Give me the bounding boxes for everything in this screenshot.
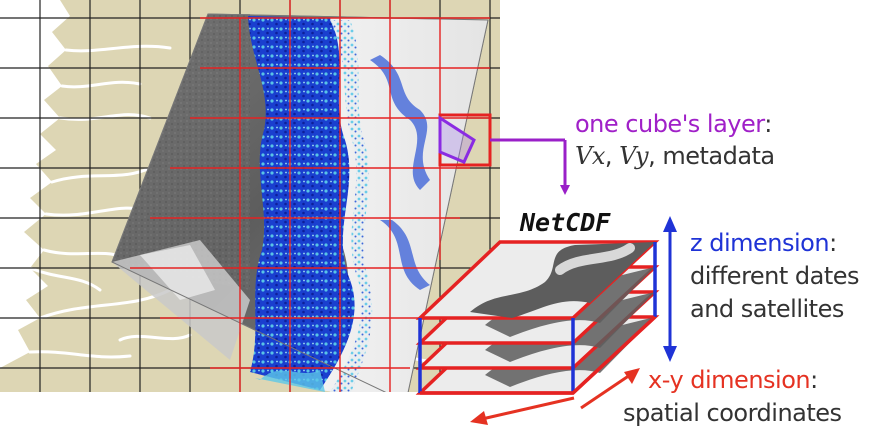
netcdf-cube	[415, 240, 660, 395]
satellite-scene	[111, 13, 489, 392]
layer-title: one cube's layer	[575, 110, 765, 138]
z-arrow	[663, 216, 677, 362]
map-grid-red	[130, 0, 490, 392]
z-dimension-label: z dimension:	[690, 229, 837, 257]
vx-label: Vx	[575, 142, 605, 170]
layer-connector	[490, 138, 570, 195]
layer-comma: ,	[604, 142, 620, 170]
xy-dimension-label: x-y dimension:	[648, 366, 818, 394]
netcdf-label: NetCDF	[520, 208, 611, 237]
cube-edges-blue	[418, 242, 657, 393]
z-desc-line2: different dates	[690, 262, 860, 290]
xy-colon: :	[810, 366, 818, 394]
z-colon: :	[829, 229, 837, 257]
layer-fields: Vx, Vy, metadata	[575, 142, 775, 170]
highlighted-tile	[438, 113, 492, 167]
xy-title: x-y dimension	[648, 366, 811, 394]
cube-layer-top	[415, 240, 660, 320]
tile-footprint	[438, 115, 476, 164]
vy-label: Vy	[619, 142, 649, 170]
layer-colon: :	[764, 110, 772, 138]
xy-desc-line2: spatial coordinates	[623, 399, 842, 427]
layer-label: one cube's layer:	[575, 110, 772, 138]
z-title: z dimension	[690, 229, 830, 257]
map-panel	[0, 0, 500, 392]
layer-metadata: , metadata	[648, 142, 775, 170]
z-desc-line3: and satellites	[690, 295, 844, 323]
xy-arrow	[470, 368, 640, 425]
cube-front-edges	[420, 315, 657, 395]
